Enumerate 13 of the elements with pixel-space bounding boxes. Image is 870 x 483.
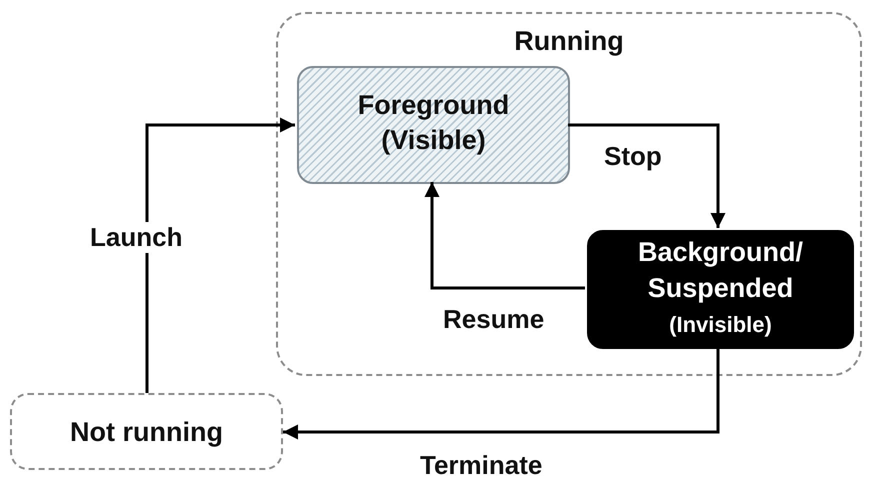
arrow: [283, 347, 720, 440]
arrow: [568, 124, 726, 228]
state-box: [297, 66, 570, 184]
state-box: [10, 393, 283, 470]
state-group: [276, 12, 862, 376]
state-name: Background/ Suspended: [636, 236, 804, 306]
state-name: Foreground (Visible): [356, 89, 510, 158]
state-name: Not running: [69, 416, 224, 449]
arrow: [424, 182, 585, 290]
group-title: Running: [513, 25, 625, 58]
state-note: (Invisible): [668, 311, 773, 339]
arrow: [146, 118, 295, 393]
state-box: [587, 230, 854, 349]
